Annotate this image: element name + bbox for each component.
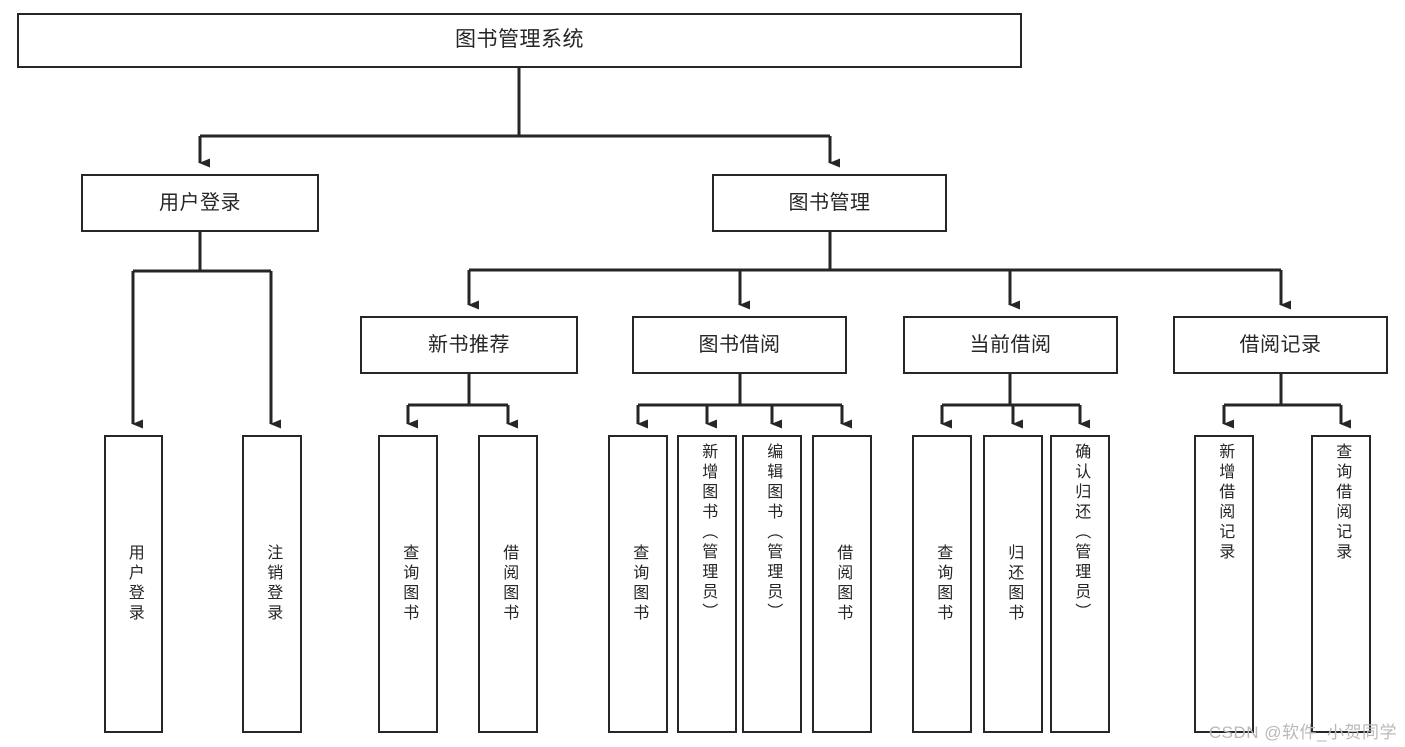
node-leaf-add-record[interactable]: 新增借阅记录 (1194, 435, 1254, 733)
node-leaf-edit-book[interactable]: 编辑图书（管理员） (742, 435, 802, 733)
node-leaf-query-book-2[interactable]: 查询图书 (608, 435, 668, 733)
node-user-login[interactable]: 用户登录 (81, 174, 319, 232)
node-book-manage[interactable]: 图书管理 (712, 174, 947, 232)
node-leaf-borrow-book-2[interactable]: 借阅图书 (812, 435, 872, 733)
node-label-user-login: 用户登录 (159, 191, 241, 214)
node-label-leaf-edit-book: 编辑图书（管理员） (764, 443, 782, 623)
node-label-root: 图书管理系统 (455, 28, 584, 52)
node-label-leaf-add-record: 新增借阅记录 (1216, 443, 1234, 563)
node-label-current-borrow: 当前借阅 (969, 333, 1052, 356)
node-leaf-query-book-1[interactable]: 查询图书 (378, 435, 438, 733)
node-label-leaf-query-book-1: 查询图书 (400, 544, 418, 624)
node-label-book-manage: 图书管理 (788, 191, 871, 214)
node-label-leaf-query-book-3: 查询图书 (934, 544, 952, 624)
node-label-leaf-query-record: 查询借阅记录 (1333, 443, 1351, 563)
node-leaf-query-book-3[interactable]: 查询图书 (912, 435, 972, 733)
node-current-borrow[interactable]: 当前借阅 (903, 316, 1118, 374)
node-new-book-rec[interactable]: 新书推荐 (360, 316, 578, 374)
node-label-leaf-return-book: 归还图书 (1005, 544, 1023, 624)
node-leaf-add-book[interactable]: 新增图书（管理员） (677, 435, 737, 733)
node-label-book-borrow: 图书借阅 (698, 333, 781, 356)
node-label-leaf-confirm-return: 确认归还（管理员） (1072, 443, 1090, 623)
node-leaf-return-book[interactable]: 归还图书 (983, 435, 1043, 733)
node-book-borrow[interactable]: 图书借阅 (632, 316, 847, 374)
node-leaf-borrow-book-1[interactable]: 借阅图书 (478, 435, 538, 733)
node-label-leaf-user-login: 用户登录 (125, 544, 143, 624)
node-label-leaf-query-book-2: 查询图书 (630, 544, 648, 624)
node-label-borrow-record: 借阅记录 (1239, 333, 1322, 356)
node-label-leaf-user-logout: 注销登录 (264, 544, 282, 624)
node-label-leaf-add-book: 新增图书（管理员） (699, 443, 717, 623)
node-borrow-record[interactable]: 借阅记录 (1173, 316, 1388, 374)
node-label-leaf-borrow-book-1: 借阅图书 (500, 544, 518, 624)
node-root[interactable]: 图书管理系统 (17, 13, 1022, 68)
node-leaf-user-login[interactable]: 用户登录 (104, 435, 163, 733)
node-label-new-book-rec: 新书推荐 (428, 333, 510, 356)
node-label-leaf-borrow-book-2: 借阅图书 (834, 544, 852, 624)
node-leaf-user-logout[interactable]: 注销登录 (242, 435, 302, 733)
node-leaf-confirm-return[interactable]: 确认归还（管理员） (1050, 435, 1110, 733)
node-leaf-query-record[interactable]: 查询借阅记录 (1311, 435, 1371, 733)
